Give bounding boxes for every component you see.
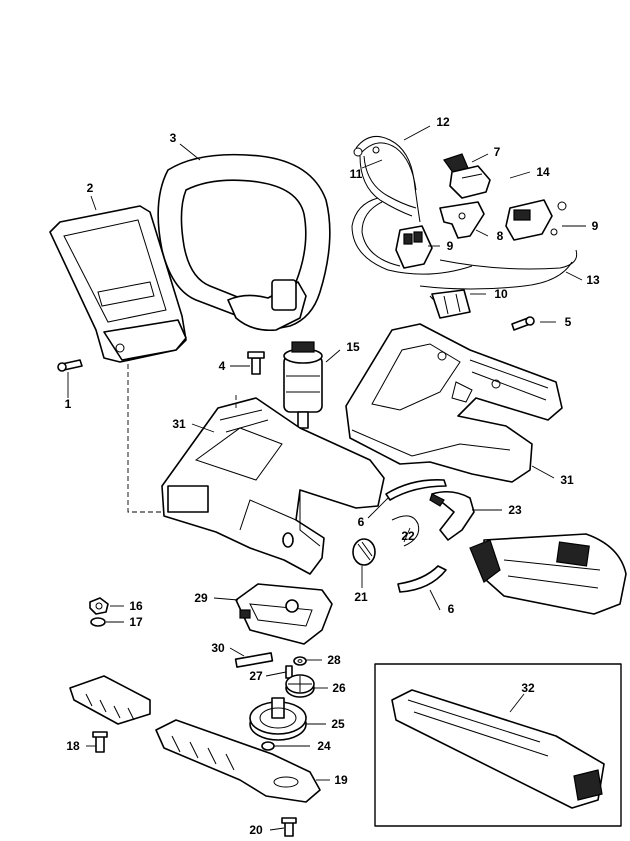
callout-16: 16: [129, 599, 143, 613]
part-2-guard: [49, 205, 187, 363]
callout-labels: 1 2 3 4 5 6 6 7 8 9 9 10 11 12 13 14 15 …: [65, 115, 600, 837]
callout-6-upper: 6: [358, 515, 365, 529]
callout-20: 20: [249, 823, 263, 837]
part-15-motor: [283, 341, 323, 429]
part-6-clip-upper: [385, 478, 447, 501]
part-22-spring: [391, 515, 420, 547]
part-5-screw: [511, 316, 535, 331]
callout-24: 24: [317, 739, 331, 753]
part-14-switch: [505, 199, 567, 241]
callout-13: 13: [586, 273, 600, 287]
part-19-blade-guide: [155, 719, 321, 803]
part-29-gearbox: [235, 583, 333, 645]
callout-15: 15: [346, 340, 360, 354]
callout-12: 12: [436, 115, 450, 129]
part-24-washer: [261, 741, 275, 751]
callout-10: 10: [494, 287, 508, 301]
part-16-nut: [89, 597, 109, 615]
callout-18: 18: [66, 739, 80, 753]
part-1-screw: [57, 359, 83, 372]
callout-27: 27: [249, 669, 263, 683]
callout-4: 4: [219, 359, 226, 373]
part-28-washer: [293, 656, 307, 666]
callout-31-right: 31: [560, 473, 574, 487]
callout-11: 11: [350, 167, 363, 181]
callout-29: 29: [194, 591, 208, 605]
part-31-housing-left: [161, 397, 385, 575]
battery-pack: [469, 533, 627, 615]
callout-3: 3: [170, 131, 177, 145]
callout-25: 25: [331, 717, 345, 731]
part-25-main-gear: [249, 697, 307, 741]
callout-21: 21: [354, 590, 368, 604]
upper-blade: [69, 675, 151, 725]
part-18-screw: [92, 731, 108, 753]
leader-lines: [67, 125, 586, 831]
part-26-gear: [285, 674, 315, 698]
assembly-guide-lines: [127, 364, 237, 513]
callout-2: 2: [87, 181, 94, 195]
callout-28: 28: [327, 653, 341, 667]
part-21-knob: [352, 538, 376, 566]
callout-6-lower: 6: [448, 602, 455, 616]
callout-7: 7: [494, 145, 501, 159]
part-31-housing-right: [345, 323, 563, 483]
callout-26: 26: [332, 681, 346, 695]
callout-8: 8: [497, 229, 504, 243]
callout-17: 17: [129, 615, 143, 629]
callout-1: 1: [65, 397, 72, 411]
callout-22: 22: [401, 529, 415, 543]
callout-5: 5: [565, 315, 572, 329]
part-17-washer: [90, 617, 106, 627]
callout-32: 32: [521, 681, 535, 695]
callout-31-left: 31: [172, 417, 186, 431]
part-11-12-wiring: [351, 135, 578, 307]
part-7-trigger: [443, 153, 491, 199]
callout-30: 30: [211, 641, 225, 655]
part-3-front-handle: [157, 153, 331, 332]
part-32-inset: [374, 663, 622, 827]
callout-9-right: 9: [592, 219, 599, 233]
part-6-clip-lower: [397, 565, 447, 593]
callout-9-left: 9: [447, 239, 454, 253]
part-10-terminal: [431, 289, 471, 319]
callout-23: 23: [508, 503, 522, 517]
callout-19: 19: [334, 773, 348, 787]
part-4-screw: [247, 351, 265, 375]
part-8-bracket: [439, 201, 485, 239]
part-23-latch: [429, 490, 475, 541]
part-9-switch-left: [395, 225, 433, 269]
callout-14: 14: [536, 165, 550, 179]
part-20-screw: [281, 817, 297, 837]
part-30-pin: [234, 652, 274, 668]
